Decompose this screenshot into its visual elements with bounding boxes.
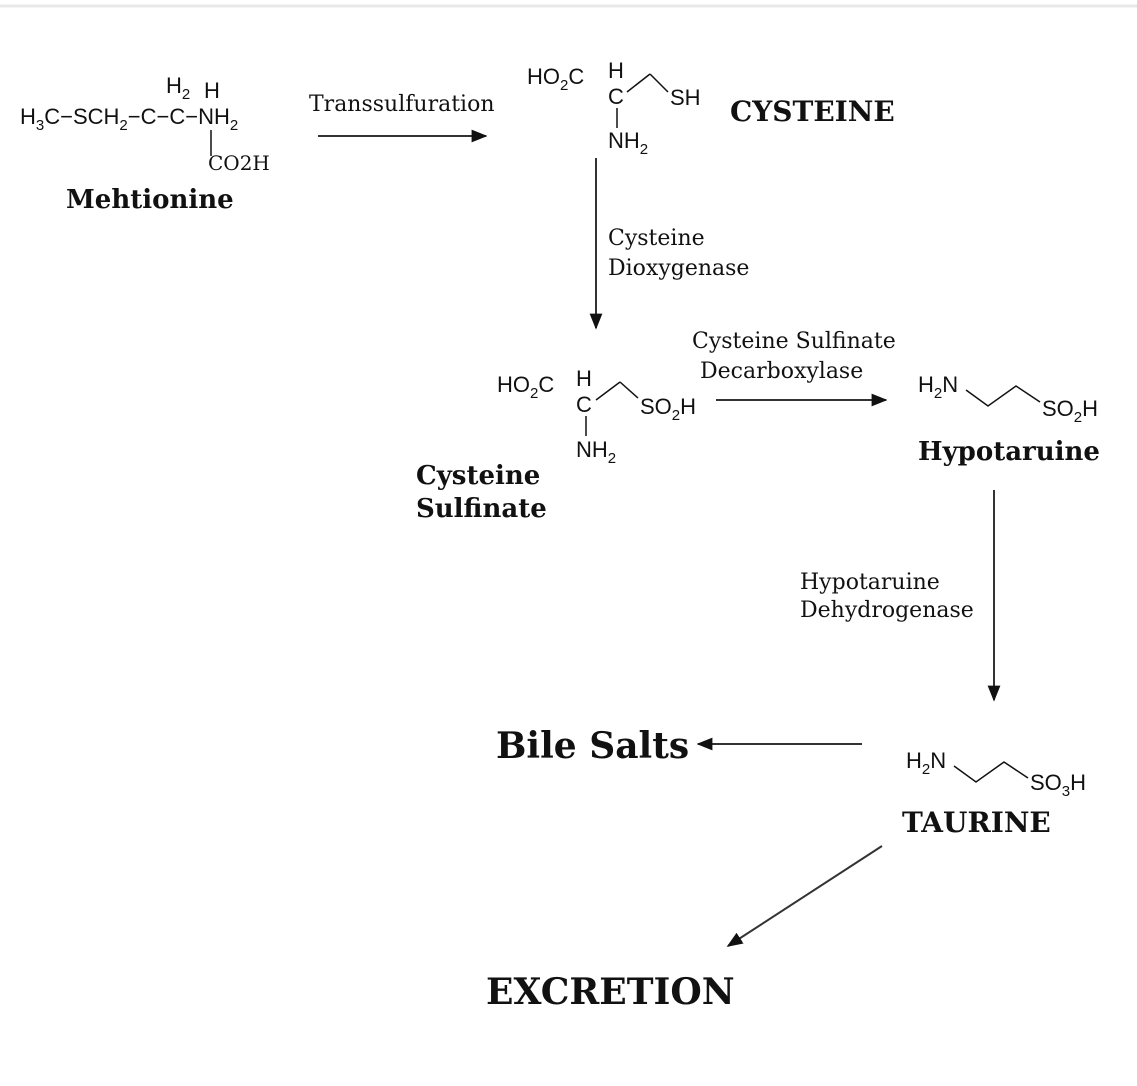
cysteine-name: CYSTEINE — [730, 95, 895, 128]
cysteine-sulfinate-c-label: C — [576, 392, 592, 417]
cysteine-sulfinate-so2h-label: SO2H — [640, 394, 696, 424]
cysteine-sulfinate-h-label: H — [576, 366, 592, 391]
hypotaurine-structure: H2N SO2H Hypotaruine — [918, 372, 1100, 467]
cysteine-sulfinate-bond-1 — [595, 381, 621, 401]
hdh-label-1: Hypotaruine — [800, 570, 940, 595]
taurine-h2n-label: H2N — [906, 748, 946, 778]
hdh-label-2: Dehydrogenase — [800, 598, 974, 623]
taurine-structure: H2N SO3H TAURINE — [902, 748, 1086, 839]
cysteine-ho2c-label: HO2C — [527, 64, 584, 94]
taurine-chain — [953, 761, 1029, 783]
bile-salts-label: Bile Salts — [496, 725, 689, 767]
methionine-h2-label: H2 — [166, 73, 190, 103]
cysteine-sulfinate-name-1: Cysteine — [416, 461, 540, 491]
hypotaurine-h2n-label: H2N — [918, 372, 958, 402]
cysteine-bond-2 — [649, 73, 669, 93]
cysteine-bond-1 — [626, 73, 651, 93]
methionine-co2h-label: CO2H — [208, 151, 270, 175]
taurine-name: TAURINE — [902, 806, 1051, 839]
cysteine-sulfinate-nh2-label: NH2 — [576, 437, 616, 467]
cysteine-sulfinate-ho2c-label: HO2C — [497, 372, 554, 402]
cysteine-sulfinate-name-2: Sulfinate — [416, 494, 547, 524]
methionine-h-label: H — [204, 78, 220, 103]
transsulfuration-label: Transsulfuration — [309, 92, 495, 117]
cysteine-dioxygenase-label-1: Cysteine — [608, 226, 705, 251]
cysteine-sulfinate-bond-2 — [619, 381, 639, 399]
cysteine-sh-label: SH — [670, 85, 701, 110]
methionine-structure: H3C−SCH2−C−C−NH2 H2 H CO2H Mehtionine — [20, 73, 270, 215]
excretion-arrow — [726, 845, 883, 947]
methionine-formula: H3C−SCH2−C−C−NH2 — [20, 104, 238, 134]
cysteine-dioxygenase-label-2: Dioxygenase — [608, 256, 749, 281]
csd-label-1: Cysteine Sulfinate — [692, 329, 896, 354]
excretion-label: EXCRETION — [486, 971, 735, 1013]
cysteine-nh2-label: NH2 — [608, 128, 648, 158]
methionine-name: Mehtionine — [66, 185, 234, 215]
cysteine-h-label: H — [608, 58, 624, 83]
cysteine-structure: HO2C H C SH NH2 CYSTEINE — [527, 58, 895, 158]
cysteine-sulfinate-structure: HO2C H C SO2H NH2 Cysteine Sulfinate — [416, 366, 696, 524]
hypotaurine-name: Hypotaruine — [918, 437, 1100, 467]
hypotaurine-chain — [965, 385, 1041, 407]
cysteine-c-label: C — [608, 84, 624, 109]
csd-label-2: Decarboxylase — [700, 359, 863, 384]
hypotaurine-so2h-label: SO2H — [1042, 396, 1098, 426]
taurine-so3h-label: SO3H — [1030, 770, 1086, 800]
